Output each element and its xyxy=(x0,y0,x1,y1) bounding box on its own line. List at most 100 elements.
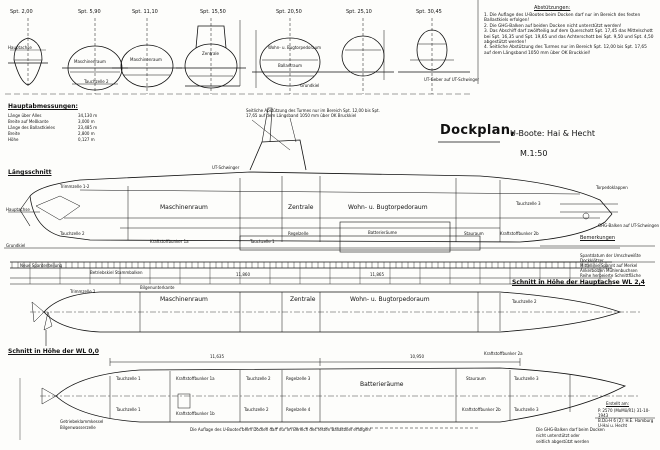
frame-label: Spt. 25,10 xyxy=(346,9,372,15)
cross-section-7 xyxy=(398,18,470,94)
plan-label: Kraftstoffbunker 2a xyxy=(484,351,523,356)
cross-sections xyxy=(5,18,470,95)
frame-label: Spt. 5,90 xyxy=(78,9,101,15)
bottom-note: Die Auflage des U-Bootes beim Docken dar… xyxy=(190,427,372,432)
plan-label: Wohn- u. Bugtorpedoraum xyxy=(350,296,430,303)
bemerkung-line: Reihe herbeierte Schnittfläche xyxy=(580,273,641,278)
laengs-label: Kraftstoffbunker 2b xyxy=(500,231,539,236)
laengs-label: Tauchzelle 2 xyxy=(60,231,85,236)
laengs-label: Regelzelle xyxy=(288,231,309,236)
plan-label: Kraftstoffbunker 1a xyxy=(176,376,215,381)
section-label: Tauchzelle 2 xyxy=(84,79,109,84)
plan-label: Tauchzelle 2 xyxy=(246,376,271,381)
drawing-scale: M.1:50 xyxy=(520,149,548,158)
schnitt-wl00-heading: Schnitt in Höhe der WL 0,0 xyxy=(8,348,99,355)
bemerkungen-block: Bemerkungen Spantdatum der Umschweißte D… xyxy=(580,235,658,279)
erstellt-line: P. 2570 (MoMö/R1) 31-10-1943 xyxy=(598,408,650,418)
erstellt-line: U-Hai u. Hecht xyxy=(598,423,628,428)
laengs-label: UT-Schwinger xyxy=(212,165,240,170)
frame-label: Spt. 20,50 xyxy=(276,9,302,15)
erstellt-block: Erstellt am: P. 2570 (MoMö/R1) 31-10-194… xyxy=(598,401,658,429)
dimension-value: 11,860 xyxy=(236,272,250,277)
hauptabmessungen-heading: Hauptabmessungen: xyxy=(8,103,78,110)
section-label: Grundkiel xyxy=(300,83,320,88)
seitliche-note: Seitliche Abstützung des Turmes nur im B… xyxy=(246,108,380,118)
plan-label: Tauchzelle 2 xyxy=(512,299,537,304)
plan-label: Tauchzelle 3 xyxy=(514,407,539,412)
plan-label: Kraftstoffbunker 2b xyxy=(462,407,501,412)
plan-label: Tauchzelle 1 xyxy=(116,407,141,412)
dimension-value: 10,950 xyxy=(410,354,424,359)
laengs-label: Maschinenraum xyxy=(160,204,208,211)
plan-label: Kraftstoffbunker 1b xyxy=(176,411,215,416)
erstellt-line: B.Dü-H 6 (2): H.E. Hamburg xyxy=(598,418,654,423)
abstuetzung-item: 1. Die Auflage des U-Bootes beim Docken … xyxy=(484,13,641,24)
frame-label: Spt. 30,45 xyxy=(416,9,442,15)
laengsschnitt-profile xyxy=(4,107,620,253)
right-note: seitlich abgestützt werden xyxy=(536,439,589,444)
erstellt-heading: Erstellt am: xyxy=(606,401,630,406)
bemerkung-line: Spantdatum der Umschweißte Dockklötzer xyxy=(580,253,641,263)
cross-section-6 xyxy=(330,18,394,94)
laengs-label: Stauraum xyxy=(464,231,484,236)
laengs-label: Grundkiel xyxy=(6,243,26,248)
cross-section-1 xyxy=(8,18,48,88)
dimension-value: 11,635 xyxy=(210,354,224,359)
abstuetzung-item: 3. Das Abschiff darf zwölfteilig auf dem… xyxy=(484,29,654,46)
section-label: Maschinenraum xyxy=(130,57,162,62)
frame-label: Spt. 11,10 xyxy=(132,9,158,15)
plan-label: Bilgenwasserzelle xyxy=(60,425,96,430)
right-note: Die GHG-Balken darf beim Docken xyxy=(536,427,605,432)
plan-label: Regelzelle 3 xyxy=(286,376,311,381)
drawing-subtitle: U-Boote: Hai & Hecht xyxy=(510,129,596,138)
laengs-label: Tauchzelle 1 xyxy=(250,239,275,244)
right-note: nicht unterstützt oder xyxy=(536,433,580,438)
plan-label: Tauchzelle 1 xyxy=(116,376,141,381)
laengs-label: Torpedoklappen xyxy=(596,185,628,190)
laengs-label: GHG-Balken auf UT-Schwingen xyxy=(598,223,660,228)
laengs-label: Tauchzelle 3 xyxy=(516,201,541,206)
laengs-label: Trimmzelle 1-2 xyxy=(60,184,90,189)
schnitt-wl24-heading: Schnitt in Höhe der Hauptachse WL 2,4 xyxy=(512,279,645,286)
abstuetzung-item: 2. Die GHG-Balken auf beiden Docken nich… xyxy=(484,23,622,29)
spant-ruler xyxy=(10,261,612,285)
plan-label: Trimmzelle 2 xyxy=(70,289,96,294)
section-label: Ballastraum xyxy=(278,63,303,68)
plan-label: Batterieräume xyxy=(360,381,404,388)
frame-label: Spt. 2,00 xyxy=(10,9,33,15)
section-label: Hauptachse xyxy=(8,45,32,50)
section-label: Maschinenraum xyxy=(74,59,106,64)
plan-label: Tauchzelle 2 xyxy=(244,407,269,412)
plan-label: Maschinenraum xyxy=(160,296,208,303)
bemerkungen-heading: Bemerkungen xyxy=(580,235,616,241)
cross-section-3 xyxy=(112,18,182,94)
laengsschnitt-heading: Längsschnitt xyxy=(8,169,52,176)
abstuetzung-item: 4. Seitliche Abstützung des Turmes nur i… xyxy=(484,45,647,56)
bemerkung-line: Ankerbolzen Mühlenbuchsen xyxy=(580,268,638,273)
section-label: Wohn- u. Bugtorpedoraum xyxy=(268,45,322,50)
plan-label: Tauchzelle 3 xyxy=(514,376,539,381)
abstuetzungen-heading: Abstützungen: xyxy=(534,5,571,11)
plan-label: Zentrale xyxy=(290,296,316,303)
plan-wl24 xyxy=(30,291,640,346)
plan-label: Stauraum xyxy=(466,376,486,381)
laengs-label: Betriebskiel Stammbalken xyxy=(90,270,143,275)
cross-section-4 xyxy=(176,18,246,94)
laengs-label: Neue Spantenteilung xyxy=(20,263,63,268)
cross-section-5 xyxy=(252,18,330,94)
bemerkung-line: Mittellinie Spannt auf Merkel xyxy=(580,263,638,268)
section-label: UT-Geber auf UT-Schwinger xyxy=(424,77,480,82)
spant-ticks xyxy=(11,262,607,284)
laengs-label: Hauptachse xyxy=(6,207,30,212)
laengs-label: Bilgenunterkante xyxy=(140,285,175,290)
laengs-label: Wohn- u. Bugtorpedoraum xyxy=(348,204,428,211)
frame-label: Spt. 15,50 xyxy=(200,9,226,15)
drawing-title: Dockplan, xyxy=(440,123,516,138)
